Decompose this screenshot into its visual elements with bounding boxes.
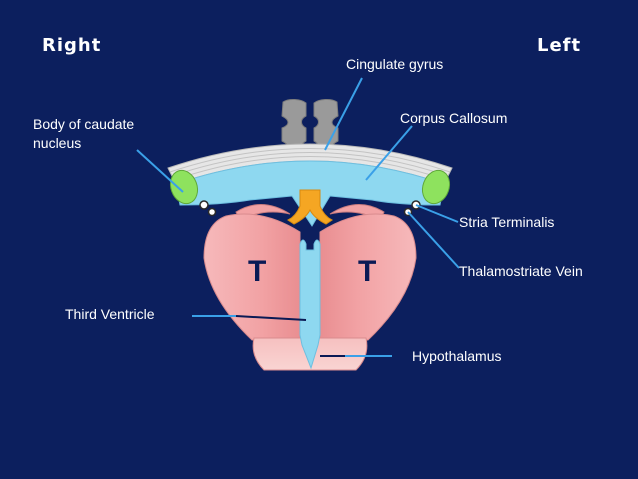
thalamus-left: [203, 213, 301, 341]
thalamus-left-label: T: [248, 255, 267, 288]
fornix: [287, 189, 333, 225]
pointer-body-of-caudate: [136, 149, 184, 193]
pointer-cingulate-gyrus: [324, 77, 363, 151]
thalamus-right-label: T: [358, 255, 377, 288]
corpus-callosum-label: Corpus Callosum: [400, 110, 508, 126]
body-of-caudate-label-line1: Body of caudate: [33, 116, 135, 132]
hypothalamus-label: Hypothalamus: [412, 348, 502, 364]
thalamostriate-vein-label: Thalamostriate Vein: [459, 263, 583, 279]
thalamus-right: [319, 213, 417, 341]
pointer-lines: [136, 77, 460, 357]
third-ventricle: [299, 239, 321, 370]
stria-terminalis-left: [199, 200, 209, 210]
caudate-nucleus-right: [421, 169, 451, 205]
pointer-stria-terminalis: [415, 204, 459, 223]
caudate-nucleus-left: [169, 169, 199, 205]
pointer-thalamostriate-vein: [407, 211, 460, 269]
third-ventricle-label: Third Ventricle: [65, 306, 155, 322]
body-of-caudate-label-line2: nucleus: [33, 135, 82, 151]
stria-terminalis-label: Stria Terminalis: [459, 214, 555, 230]
pointer-corpus-callosum: [365, 125, 413, 181]
orientation-left-label: Left: [537, 35, 582, 56]
orientation-right-label: Right: [42, 35, 102, 56]
thalamostriate-vein-left: [207, 207, 217, 217]
cingulate-gyrus-label: Cingulate gyrus: [346, 56, 444, 72]
